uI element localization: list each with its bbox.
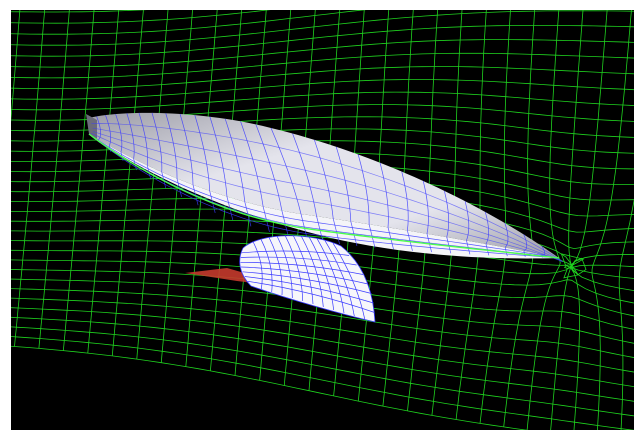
hull-longitudinal-line xyxy=(92,131,563,263)
hull-station-line xyxy=(464,201,471,255)
waterline xyxy=(88,133,560,259)
hull-visualization xyxy=(11,10,634,430)
water-mesh-line xyxy=(455,10,487,420)
hull-station-line xyxy=(240,121,270,232)
keel-waterline xyxy=(240,266,369,285)
keel-waterline xyxy=(242,271,372,294)
hull-station-line xyxy=(194,115,216,213)
water-mesh-line xyxy=(563,10,608,430)
hull-station-line xyxy=(255,124,289,237)
hull-station-line xyxy=(126,113,137,171)
keel-waterline xyxy=(247,280,375,313)
water-mesh-line xyxy=(136,10,169,360)
water-mesh-line xyxy=(431,10,463,416)
water-mesh-line xyxy=(38,10,70,349)
hull-station-line xyxy=(314,139,340,245)
3d-viewport[interactable] xyxy=(11,10,634,430)
keel-station-line xyxy=(260,239,273,293)
keel-waterline xyxy=(240,261,364,275)
keel-waterline xyxy=(244,276,374,304)
hull-station-line xyxy=(96,116,101,143)
hull-station-line xyxy=(115,113,124,161)
hull-station-line xyxy=(444,190,452,254)
keel-waterline xyxy=(240,256,357,266)
hull-station-line xyxy=(401,171,413,251)
hull-station-line xyxy=(138,112,152,180)
hull-station-line xyxy=(165,113,182,197)
keel-station-line xyxy=(292,234,314,305)
hull-longitudinal-line xyxy=(91,132,562,261)
hull-longitudinal-line xyxy=(88,133,560,259)
keel xyxy=(239,234,376,323)
hull-station-line xyxy=(523,234,528,257)
water-mesh-line xyxy=(550,10,587,430)
keel-station-line xyxy=(308,236,335,311)
water-mesh-line xyxy=(11,10,21,123)
hull-longitudinal-line xyxy=(92,127,563,263)
hull-station-line xyxy=(484,211,490,256)
keel-station-line xyxy=(252,241,263,290)
water-mesh-line xyxy=(62,10,95,351)
keel-mesh-lines xyxy=(240,234,375,320)
hull-transom xyxy=(86,114,97,140)
keel-station-line xyxy=(284,235,304,302)
hull-station-line xyxy=(151,112,167,189)
hull-deck-surface xyxy=(89,112,559,258)
keel-station-line xyxy=(316,238,345,314)
water-mesh-line xyxy=(87,10,120,354)
water-mesh-line xyxy=(591,10,632,430)
keel-station-line xyxy=(276,235,293,299)
keel-station-line xyxy=(332,243,366,320)
hull-station-line xyxy=(224,118,252,227)
water-mesh-line xyxy=(14,10,46,347)
hull-station-line xyxy=(335,146,358,247)
hull-longitudinal-line xyxy=(88,133,560,259)
hull-station-line xyxy=(105,114,112,152)
hull-station-line xyxy=(357,154,376,248)
hull-longitudinal-line xyxy=(91,123,562,261)
water-mesh-line xyxy=(111,10,144,356)
hull-station-line xyxy=(504,222,509,257)
hull xyxy=(86,112,563,263)
hull-station-line xyxy=(209,116,234,221)
keel-station-line xyxy=(268,237,283,296)
water-surface-mesh xyxy=(11,10,634,430)
hull-station-line xyxy=(379,162,394,250)
hull-station-line xyxy=(270,127,308,241)
water-mesh-line xyxy=(618,198,634,430)
hull-station-line xyxy=(422,180,432,253)
hull-station-line xyxy=(179,113,199,206)
water-mesh-line xyxy=(526,10,561,430)
keel-waterline xyxy=(241,250,350,256)
water-mesh-line xyxy=(503,10,536,427)
water-mesh-line xyxy=(479,10,511,424)
keel-station-line xyxy=(324,240,355,317)
hull-station-line xyxy=(292,133,324,243)
keel-station-line xyxy=(300,235,324,308)
hull-underside-surface xyxy=(89,134,559,259)
hull-mesh-lines xyxy=(88,112,563,263)
